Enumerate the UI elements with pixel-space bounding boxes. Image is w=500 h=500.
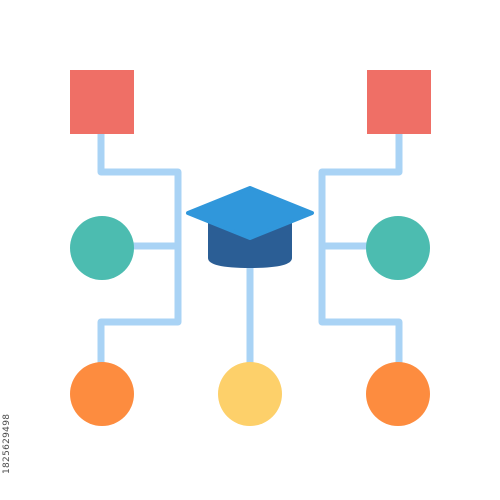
cap-mortarboard xyxy=(186,186,314,240)
circle-node-right-bottom xyxy=(366,362,430,426)
circle-node-left-middle xyxy=(70,216,134,280)
connector-left-top xyxy=(97,128,182,250)
circle-node-right-middle xyxy=(366,216,430,280)
connector-right-top xyxy=(318,128,403,250)
connector-lines xyxy=(97,128,403,368)
connector-right-bottom xyxy=(318,242,403,368)
circle-node-left-bottom xyxy=(70,362,134,426)
circle-node-center-bottom xyxy=(218,362,282,426)
square-node-left xyxy=(70,70,134,134)
square-node-right xyxy=(367,70,431,134)
graduation-cap-icon xyxy=(186,186,314,268)
stock-id-label: 1825629498 xyxy=(2,413,12,474)
connector-left-bottom xyxy=(97,242,182,368)
